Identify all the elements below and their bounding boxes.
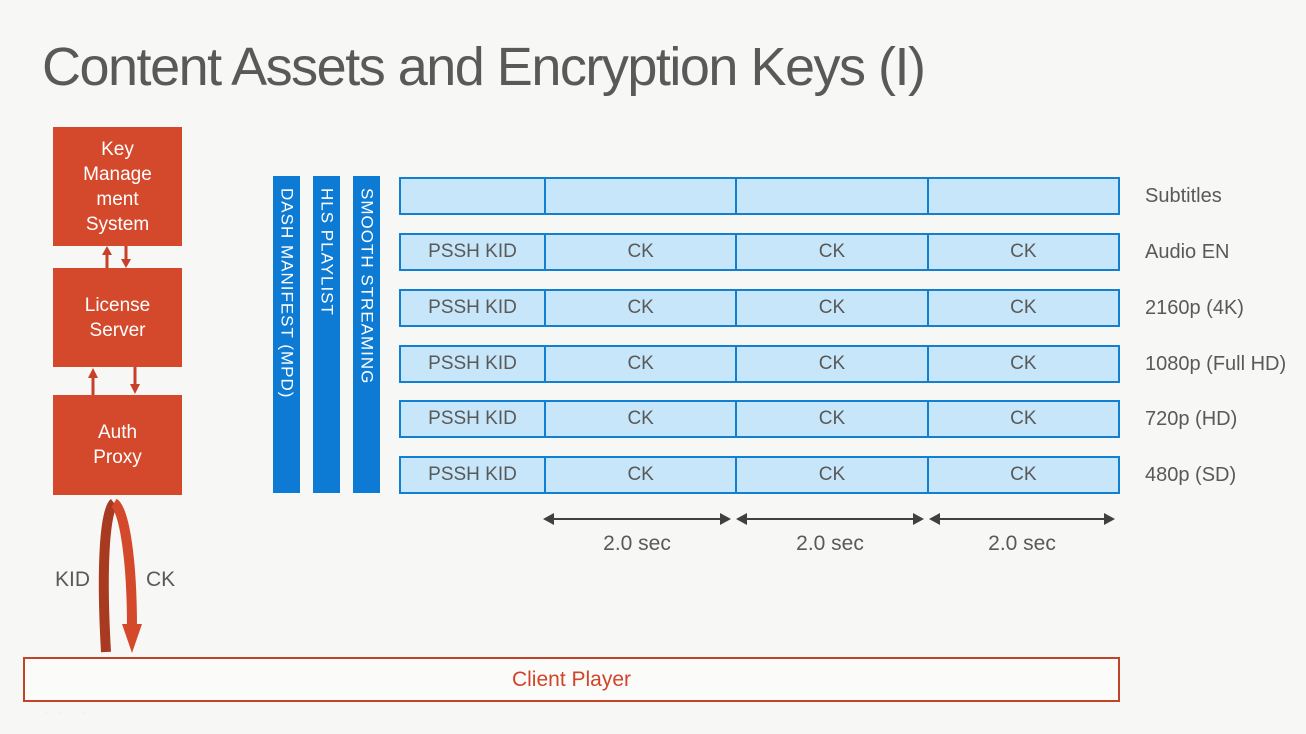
box-label-line: License — [84, 294, 151, 316]
box-label-line: ment — [96, 188, 139, 210]
double-arrow-icon — [543, 513, 731, 525]
box-label-line: Auth — [97, 422, 138, 443]
bar-label: HLS PLAYLIST — [317, 188, 337, 316]
box-license-server: License Server — [53, 268, 182, 367]
bidirectional-arrows-license-auth — [88, 367, 140, 395]
double-arrow-icon — [929, 513, 1115, 525]
bidirectional-arrows-kms-license — [102, 246, 131, 268]
box-auth-proxy: Auth Proxy — [53, 395, 182, 495]
double-arrow-icon — [736, 513, 924, 525]
timeline-segment-label: 2.0 sec — [796, 532, 864, 555]
grid-cell: CK — [735, 291, 926, 325]
grid-cell: CK — [544, 291, 735, 325]
grid-row-2160p: PSSH KID CK CK CK — [399, 289, 1120, 327]
grid-cell: CK — [735, 347, 926, 381]
box-label-line: Server — [89, 319, 146, 341]
bar-hls-playlist: HLS PLAYLIST — [313, 176, 340, 493]
row-label-1080p: 1080p (Full HD) — [1145, 352, 1287, 375]
timeline-segment-label: 2.0 sec — [988, 532, 1056, 555]
grid-cell: CK — [735, 402, 926, 436]
loop-arrow-kid-ck — [98, 498, 142, 653]
grid-row-480p: PSSH KID CK CK CK — [399, 456, 1120, 494]
bar-dash-manifest: DASH MANIFEST (MPD) — [273, 176, 300, 493]
box-label-line: System — [85, 213, 150, 235]
bar-label: DASH MANIFEST (MPD) — [277, 188, 297, 399]
timeline-segment-label: 2.0 sec — [603, 532, 671, 555]
row-label-audio-en: Audio EN — [1145, 240, 1230, 263]
grid-row-1080p: PSSH KID CK CK CK — [399, 345, 1120, 383]
client-player-box: Client Player — [23, 657, 1120, 702]
grid-cell: PSSH KID — [428, 464, 517, 485]
grid-cell — [735, 179, 926, 213]
grid-cell: CK — [544, 235, 735, 269]
kid-label: KID — [55, 568, 91, 591]
timeline-segment: 2.0 sec — [928, 508, 1116, 556]
box-label-line: Manage — [83, 163, 152, 185]
grid-cell — [544, 179, 735, 213]
grid-cell: CK — [926, 347, 1118, 381]
row-label-720p: 720p (HD) — [1145, 407, 1238, 430]
box-key-management-system: Key Manage ment System — [53, 127, 182, 246]
grid-row-720p: PSSH KID CK CK CK — [399, 400, 1120, 438]
bar-label: SMOOTH STREAMING — [357, 188, 377, 385]
grid-cell: CK — [544, 402, 735, 436]
grid-cell: CK — [926, 235, 1118, 269]
timeline-segment: 2.0 sec — [542, 508, 732, 556]
bar-smooth-streaming: SMOOTH STREAMING — [353, 176, 380, 493]
grid-cell: PSSH KID — [428, 297, 517, 318]
grid-cell: CK — [926, 402, 1118, 436]
slide-title: Content Assets and Encryption Keys (I) — [42, 37, 926, 97]
row-label-2160p: 2160p (4K) — [1145, 296, 1244, 319]
grid-cell: CK — [735, 235, 926, 269]
row-label-480p: 480p (SD) — [1145, 463, 1237, 486]
grid-cell — [401, 179, 544, 213]
grid-cell: CK — [735, 458, 926, 492]
timeline-segment: 2.0 sec — [735, 508, 925, 556]
grid-cell: CK — [926, 291, 1118, 325]
grid-cell: PSSH KID — [428, 241, 517, 262]
ck-label: CK — [146, 568, 176, 591]
grid-row-audio-en: PSSH KID CK CK CK — [399, 233, 1120, 271]
box-label-line: Key — [101, 138, 134, 160]
grid-cell: PSSH KID — [428, 408, 517, 429]
grid-cell: CK — [926, 458, 1118, 492]
grid-row-subtitles — [399, 177, 1120, 215]
grid-cell: CK — [544, 347, 735, 381]
grid-cell — [926, 179, 1118, 213]
row-label-subtitles: Subtitles — [1145, 184, 1222, 207]
box-label-line: Proxy — [93, 447, 142, 468]
grid-cell: PSSH KID — [428, 353, 517, 374]
client-player-label: Client Player — [511, 667, 632, 691]
footer-marks: · · · · — [45, 708, 91, 717]
grid-cell: CK — [544, 458, 735, 492]
